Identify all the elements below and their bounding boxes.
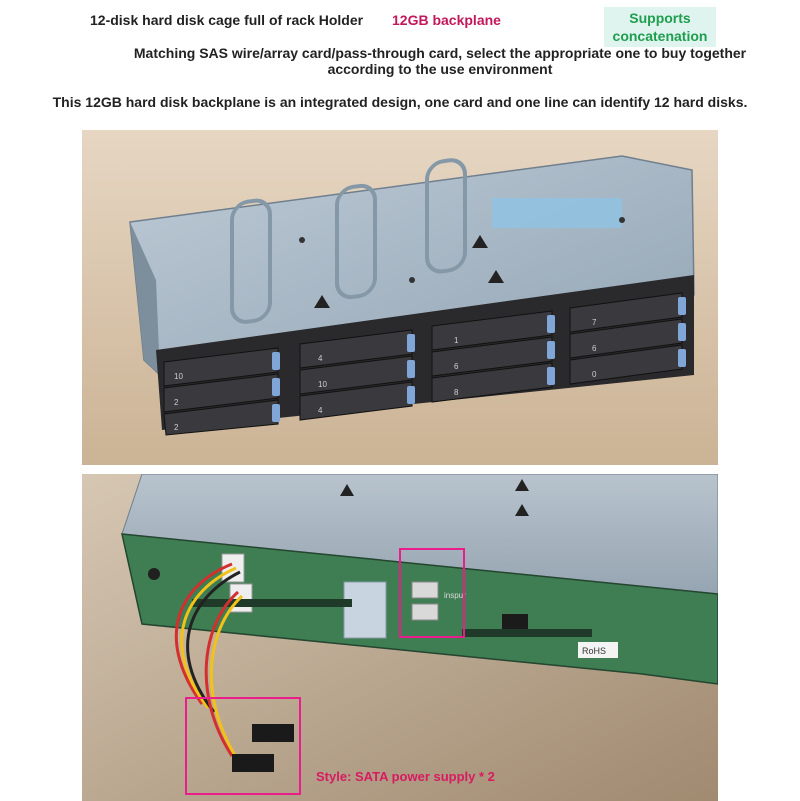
cable-red-b	[204, 590, 239, 757]
top-rib-3	[425, 158, 467, 274]
bay-number: 1	[454, 336, 459, 345]
drive-bay	[299, 381, 413, 421]
bay-number: 10	[174, 372, 183, 381]
sata-plug-2	[232, 754, 274, 772]
bay-number: 10	[318, 380, 327, 389]
drive-bays	[163, 292, 683, 436]
sata-highlight-box	[185, 697, 301, 795]
top-rib-1	[230, 198, 272, 324]
latch	[678, 297, 686, 315]
drive-bay	[569, 292, 683, 333]
drive-bay	[569, 344, 683, 385]
latch	[272, 378, 280, 396]
bay-number: 4	[318, 406, 323, 415]
notch-3	[515, 504, 529, 516]
badge-line-2: concatenation	[612, 28, 708, 44]
notch-2	[515, 479, 529, 491]
drive-bay	[163, 347, 279, 387]
header-title: 12-disk hard disk cage full of rack Hold…	[90, 12, 364, 28]
notch-1	[314, 295, 330, 308]
header-description: This 12GB hard disk backplane is an inte…	[52, 94, 748, 110]
bay-numbers: 10 2 2 4 10 4 1 6 8 7 6 0	[174, 318, 597, 432]
bay-number: 8	[454, 388, 459, 397]
subtitle-line-1: Matching SAS wire/array card/pass-throug…	[133, 45, 747, 61]
photo-caption: Style: SATA power supply * 2	[316, 769, 495, 784]
rohs-text: RoHS	[582, 646, 606, 656]
bay-latches	[272, 297, 686, 422]
sata-power-cables	[174, 562, 244, 761]
latch	[407, 386, 415, 404]
latch	[678, 349, 686, 367]
sas-highlight-box	[399, 548, 465, 638]
latch	[272, 352, 280, 370]
hole-2	[409, 277, 415, 283]
concatenation-badge: Supports concatenation	[604, 7, 716, 47]
latch	[407, 360, 415, 378]
drive-cage-illustration: 10 2 2 4 10 4 1 6 8 7 6 0	[82, 130, 718, 465]
chassis-top-panel	[121, 474, 718, 595]
notch-2	[472, 235, 488, 248]
latch	[547, 315, 555, 333]
bay-number: 2	[174, 398, 179, 407]
badge-line-1: Supports	[629, 10, 691, 26]
bay-number: 0	[592, 370, 597, 379]
cable-yellow-b	[209, 594, 244, 761]
backplane-illustration: RoHS inspur	[82, 474, 718, 801]
chassis-front	[156, 275, 694, 430]
drive-bay	[163, 373, 279, 413]
hole-3	[619, 217, 625, 223]
bay-number: 2	[174, 423, 179, 432]
cable-red	[174, 562, 233, 705]
sata-plug-1	[252, 724, 294, 742]
bay-column-3	[431, 310, 553, 403]
notch-3	[488, 270, 504, 283]
cable-yellow	[180, 566, 237, 709]
latch	[547, 367, 555, 385]
bay-column-4	[569, 292, 683, 385]
mount-hole	[148, 568, 160, 580]
latch	[678, 323, 686, 341]
bay-number: 7	[592, 318, 597, 327]
drive-bay	[299, 355, 413, 395]
brand-text: inspur	[444, 591, 466, 600]
backplane-photo: RoHS inspur	[82, 474, 718, 801]
header-subtitle: Matching SAS wire/array card/pass-throug…	[0, 45, 800, 77]
latch	[272, 404, 280, 422]
cable-black	[186, 570, 241, 713]
slot-1	[192, 599, 352, 607]
sas-connector-1	[411, 581, 439, 599]
drive-bay	[431, 336, 553, 377]
rohs-label	[578, 642, 618, 658]
bay-column-1	[163, 347, 279, 436]
drive-bay	[431, 362, 553, 403]
bay-number: 6	[592, 344, 597, 353]
hole-1	[299, 237, 305, 243]
top-rib-2	[335, 183, 377, 300]
latch	[547, 341, 555, 359]
drive-bay	[431, 310, 553, 351]
heatsink	[343, 581, 387, 639]
drive-cage-photo: 10 2 2 4 10 4 1 6 8 7 6 0	[82, 130, 718, 465]
latch	[407, 334, 415, 352]
chassis-side	[130, 222, 160, 375]
label-blur	[492, 198, 622, 228]
drive-bay	[569, 318, 683, 359]
bay-number: 4	[318, 354, 323, 363]
backplane-label: 12GB backplane	[392, 12, 501, 28]
drive-bay	[163, 399, 279, 436]
subtitle-line-2: according to the use environment	[327, 61, 553, 77]
bay-column-2	[299, 329, 413, 421]
drive-bay	[299, 329, 413, 369]
pcb-components: RoHS inspur	[148, 553, 618, 658]
bay-number: 6	[454, 362, 459, 371]
slot-2	[462, 629, 592, 637]
notch-1	[340, 484, 354, 496]
sas-connector-2	[411, 603, 439, 621]
